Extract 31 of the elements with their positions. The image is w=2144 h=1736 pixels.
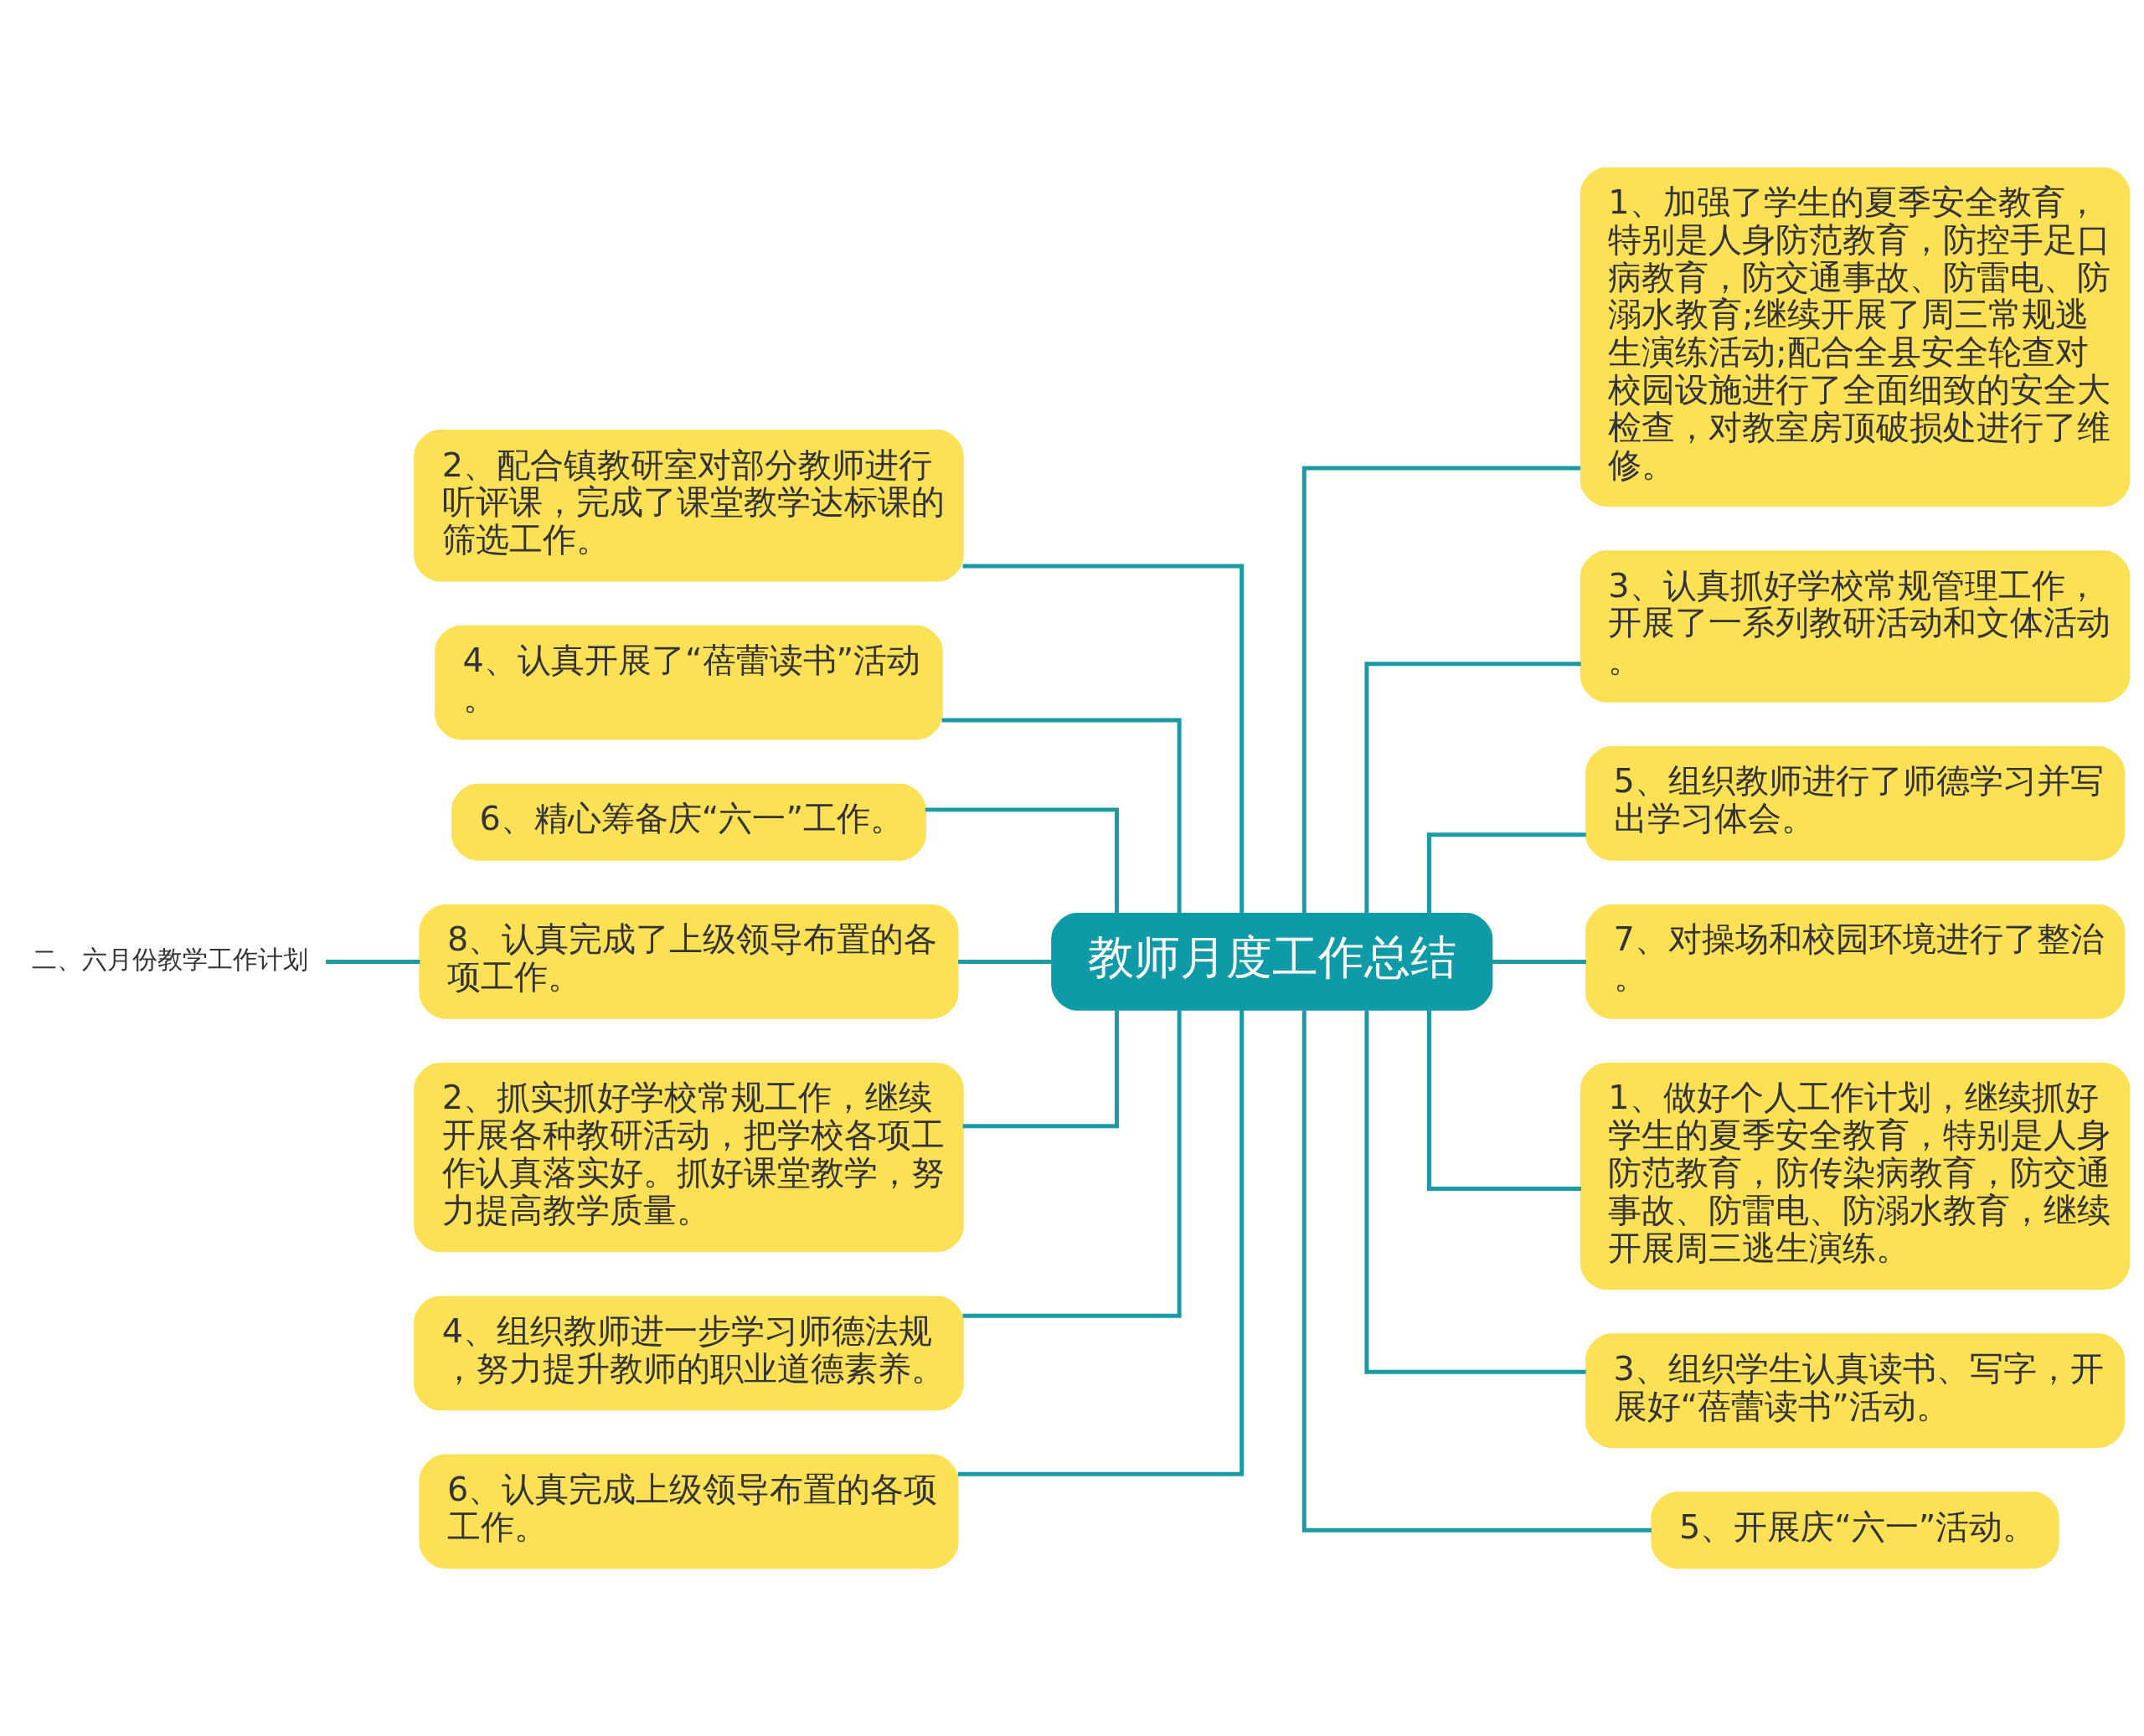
node-box: 1、加强了学生的夏季安全教育，特别是人身防范教育，防控手足口病教育，防交通事故、防雷电、防溺水教育;继续开展了周三常规逃生演练活动;配合全县安全轮查对校园设施进行了全面细致的安全大检查，对教室房顶破损处进行了维修。 [1580, 167, 2131, 507]
connector [326, 959, 420, 964]
node-box: 4、组织教师进一步学习师德法规，努力提升教师的职业道德素养。 [414, 1296, 964, 1411]
node-box: 6、认真完成上级领导布置的各项工作。 [419, 1454, 959, 1569]
node-box: 5、开展庆“六一”活动。 [1651, 1491, 2059, 1569]
connector [1427, 1009, 1581, 1191]
node-box: 1、做好个人工作计划，继续抓好学生的夏季安全教育，特别是人身防范教育，防传染病教育，防交通事故、防雷电、防溺水教育，继续开展周三逃生演练。 [1580, 1063, 2131, 1290]
node-box: 教师月度工作总结 [1051, 912, 1493, 1011]
connector [962, 1010, 1182, 1318]
connector [1364, 662, 1581, 914]
node-box: 2、抓实抓好学校常规工作，继续开展各种教研活动，把学校各项工作认真落实好。抓好课堂教学，努力提高教学质量。 [414, 1063, 964, 1253]
connector [958, 959, 1052, 964]
node-box: 2、配合镇教研室对部分教师进行听评课，完成了课堂教学达标课的筛选工作。 [414, 430, 964, 582]
connector [1364, 1010, 1586, 1374]
node-text: 二、六月份教学工作计划 [32, 945, 309, 975]
connector [962, 564, 1245, 914]
node-box: 7、对操场和校园环境进行了整治。 [1585, 904, 2126, 1019]
connector [1492, 959, 1586, 964]
node-box: 8、认真完成了上级领导布置的各项工作。 [419, 904, 959, 1019]
connector [1427, 832, 1586, 914]
node-box: 3、组织学生认真读书、写字，开展好“蓓蕾读书”活动。 [1585, 1333, 2126, 1449]
connector [1301, 1010, 1652, 1533]
connector [941, 718, 1182, 914]
connector [925, 807, 1119, 914]
node-box: 3、认真抓好学校常规管理工作，开展了一系列教研活动和文体活动。 [1580, 550, 2131, 703]
node-box: 6、精心筹备庆“六一”工作。 [451, 783, 926, 861]
node-box: 4、认真开展了“蓓蕾读书”活动。 [435, 625, 943, 740]
node-box: 5、组织教师进行了师德学习并写出学习体会。 [1585, 746, 2126, 861]
connector [957, 1009, 1245, 1476]
connector [962, 1010, 1119, 1129]
connector [1301, 466, 1581, 914]
